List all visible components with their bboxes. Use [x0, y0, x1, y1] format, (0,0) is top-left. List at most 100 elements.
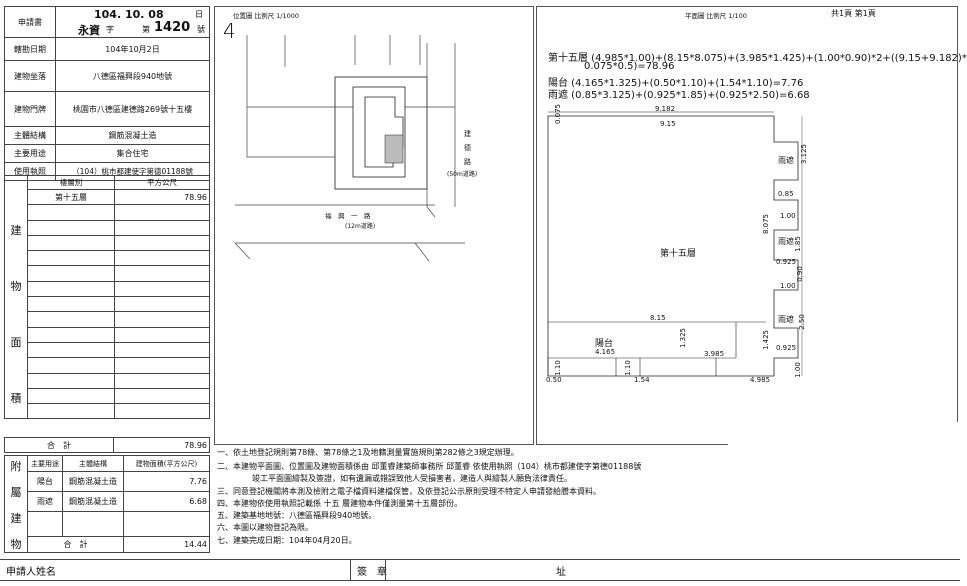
dim-r13: 1.10 — [553, 360, 562, 376]
attached-area: 6.68 — [123, 490, 210, 512]
floor-area: 78.96 — [114, 188, 210, 206]
note-line: 竣工平面圖繪製及簽證，如有遺漏或錯誤致他人受損害者，建造人與繪製人願負法律責任。 — [252, 474, 572, 483]
attached-use: 陽台 — [27, 471, 63, 492]
floor-name: 第十五層 — [27, 188, 115, 206]
total-label: 合 計 — [4, 437, 114, 453]
formula-line: 第十五層 (4.985*1.00)+(8.15*8.075)+(3.985*1.… — [548, 53, 967, 64]
dim-left: 0.075 — [554, 103, 563, 125]
attached-total: 14.44 — [123, 535, 210, 554]
road2-name: 福 興 一 路 — [325, 212, 371, 220]
info-key: 建物坐落 — [4, 60, 56, 92]
footer-bar: 申請人姓名 簽 章 址 — [0, 559, 960, 581]
road-edge — [234, 242, 430, 262]
info-value: 桃園市八德區建德路269號十五樓 — [55, 91, 210, 127]
floor-outline — [547, 115, 799, 377]
dim-line — [548, 321, 766, 359]
site-plan-drawing — [234, 35, 465, 262]
note-line: 五、建築基地地號：八德區福興段940地號。 — [217, 511, 377, 520]
floor-label: 第十五層 — [660, 249, 697, 259]
dim-r2: 1.00 — [780, 212, 796, 220]
site-plan-title: 位置圖 比例尺 1/1000 — [233, 12, 299, 20]
lot-line — [284, 35, 421, 67]
info-key: 主要用途 — [4, 144, 56, 163]
side-char: 附 — [10, 460, 22, 473]
floor-plan-drawing — [547, 111, 803, 377]
attached-header: 主要用途 — [27, 454, 63, 473]
dim-r4: 1.85 — [793, 236, 802, 252]
dim-line — [547, 358, 717, 376]
col-floor-header: 樓層別 — [27, 175, 115, 190]
page-count: 共1頁 第1頁 — [831, 9, 876, 18]
dim-r3: 8.075 — [762, 213, 771, 235]
formula-line: 陽台 (4.165*1.325)+(0.50*1.10)+(1.54*1.10)… — [548, 78, 804, 89]
apply-no-label: 申請書 — [4, 6, 56, 38]
building-outline — [352, 86, 406, 178]
balcony-label: 陽台 — [595, 339, 614, 349]
side-char: 物 — [10, 280, 22, 294]
attached-struct: 鋼筋混凝土造 — [62, 471, 124, 492]
dim-r13b: 1.10 — [623, 360, 632, 376]
attached-header: 主體結構 — [62, 454, 124, 473]
note-line: 六、本圖以建物登記為限。 — [217, 523, 313, 532]
road-edge — [235, 204, 465, 244]
info-key: 轄勘日期 — [4, 37, 56, 61]
info-value: 八德區福興段940地號 — [55, 60, 210, 92]
dim-r1: 0.85 — [778, 190, 794, 198]
road-edge — [426, 43, 456, 218]
apply-number-cell: 104. 10. 08 日 永資 字 第 1420 號 — [55, 6, 210, 38]
dim-b4: 4.985 — [750, 376, 771, 384]
dim-r11: 1.425 — [762, 329, 771, 351]
redaction-mask — [728, 422, 960, 556]
info-value: 鋼筋混凝土造 — [55, 126, 210, 145]
dim-b2: 3.985 — [704, 350, 725, 358]
site-plan-panel: 位置圖 比例尺 1/1000 4 建 德 路 (50m道路) 福 興 一 路 (… — [214, 6, 534, 445]
dim-mid: 8.15 — [650, 314, 666, 322]
attached-use: 雨遮 — [27, 490, 63, 512]
formula-line: 雨遮 (0.85*3.125)+(0.925*1.85)+(0.925*2.50… — [548, 90, 810, 101]
canopy-label: 雨遮 — [778, 237, 794, 246]
canopy-label: 雨遮 — [778, 315, 794, 324]
road1-name: 建 德 路 — [464, 130, 478, 166]
road1-width: (50m道路) — [447, 171, 478, 178]
day-label: 日 — [195, 10, 203, 19]
info-key: 建物門牌 — [4, 91, 56, 127]
dim-b5: 0.50 — [546, 376, 562, 384]
floor-plan-title: 平面圖 比例尺 1/100 — [685, 12, 747, 20]
side-char: 屬 — [10, 486, 22, 499]
col-area-header: 平方公尺 — [114, 175, 210, 190]
attached-side-label: 附 屬 建 物 — [4, 455, 28, 553]
dim-r12: 1.325 — [679, 327, 688, 349]
applicant-label: 申請人姓名 — [6, 567, 56, 578]
side-char: 積 — [10, 392, 22, 406]
office-name: 永資 — [78, 24, 100, 37]
note-line: 一、依土地登記規則第78條、第78條之1及地籍測量實施規則第282條之3規定辦理… — [217, 448, 519, 457]
di-label: 第 — [142, 25, 150, 34]
side-char: 面 — [10, 336, 22, 350]
formula-line: 0.075*0.5)=78.96 — [584, 61, 675, 72]
note-line: 七、建築完成日期：104年04月20日。 — [217, 536, 357, 545]
dim-top: 9.182 — [655, 105, 676, 113]
char-label: 字 — [106, 25, 114, 34]
north-arrow-icon: 4 — [223, 19, 236, 43]
redaction-mask — [380, 532, 550, 562]
dim-top2: 9.15 — [660, 120, 676, 128]
lot-line — [246, 35, 455, 108]
address-label: 址 — [556, 567, 566, 578]
attached-struct: 鋼筋混凝土造 — [62, 490, 124, 512]
attached-total-label: 合 計 — [27, 535, 124, 554]
attached-table: 附 屬 建 物 主要用途 主體結構 建物面積(平方公尺) 陽台 鋼筋混凝土造 7… — [4, 454, 210, 554]
apply-date: 104. 10. 08 — [94, 8, 164, 21]
target-unit-hatch — [384, 134, 404, 164]
lot-line — [246, 107, 335, 158]
dim-b3: 1.54 — [634, 376, 650, 384]
area-total-table: 合 計 78.96 — [4, 437, 210, 453]
note-line: 四、本建物依使用執照記載係 十五 層建物本件僅測量第十五層部份。 — [217, 499, 463, 508]
info-value: 集合住宅 — [55, 144, 210, 163]
attached-header: 建物面積(平方公尺) — [123, 454, 210, 473]
note-line: 二、本建物平面圖、位置圖及建物面積係由 邱董睿建築師事務所 邱董睿 依使用執照（… — [217, 462, 642, 471]
dim-r5: 0.925 — [776, 258, 797, 266]
dim-r8: 3.125 — [800, 143, 809, 165]
dim-b1: 4.165 — [595, 348, 616, 356]
dim-r6: 1.00 — [780, 282, 796, 290]
